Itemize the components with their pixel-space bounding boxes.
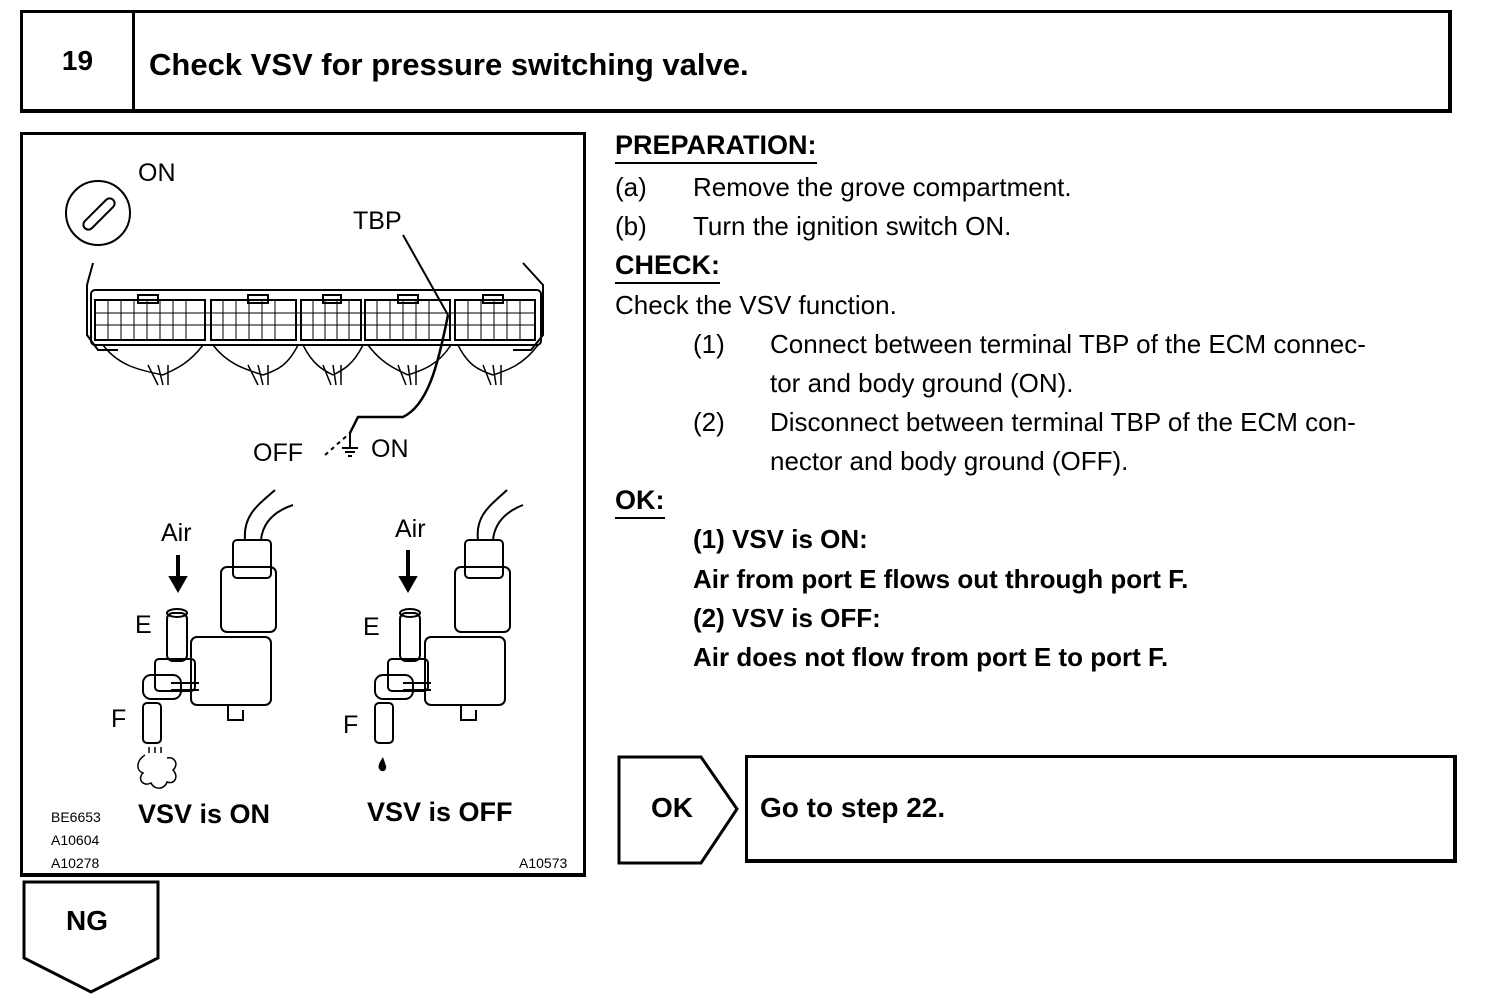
right-air-label: Air [395,515,426,543]
ok-action-text: Go to step 22. [760,792,946,823]
step-header: 19 Check VSV for pressure switching valv… [20,10,1452,113]
ok-result-label: OK [651,792,693,823]
ground-icon [342,433,358,457]
no-flow-drop-icon [378,757,387,772]
vsv-on-drawing [142,489,294,744]
left-port-e-label: E [135,611,152,639]
wire-harness [102,344,539,386]
left-air-label: Air [161,519,192,547]
air-out-icon [137,747,177,789]
connector-pins [95,300,535,340]
check-marker: (1) [693,329,725,359]
preparation-heading: PREPARATION: [615,130,817,164]
ecm-connector [86,262,544,351]
check-heading: CHECK: [615,250,720,284]
switch-off-label: OFF [253,439,303,467]
vsv-illustration [65,180,544,789]
prep-step-b: Turn the ignition switch ON. [693,211,1012,241]
prep-step-a: Remove the grove compartment. [693,172,1072,202]
figure-code: A10573 [519,855,568,871]
prep-marker: (a) [615,172,647,202]
tbp-terminal-label: TBP [353,207,402,235]
ok-heading: OK: [615,485,665,519]
check-step-1-line1: Connect between terminal TBP of the ECM … [770,329,1366,359]
switch-dashed [324,432,351,456]
right-port-e-label: E [363,613,380,641]
ok-condition: (2) VSV is OFF: [693,603,881,633]
ok-condition: (1) VSV is ON: [693,524,868,554]
illustration-panel: ON TBP OFF ON Air Air E F E F VSV is ON … [20,132,586,877]
left-port-f-label: F [111,705,127,733]
check-marker: (2) [693,407,725,437]
step-title: Check VSV for pressure switching valve. [149,47,749,82]
right-port-f-label: F [343,711,359,739]
ok-action-box [745,755,1457,863]
ignition-on-label: ON [138,159,176,187]
vsv-off-drawing [374,489,524,744]
prep-marker: (b) [615,211,647,241]
ignition-key-icon [65,180,131,246]
figure-code: A10278 [51,855,100,871]
caption-vsv-off: VSV is OFF [367,797,513,827]
ok-condition: Air from port E flows out through port F… [693,564,1189,594]
figure-code: A10604 [51,832,100,848]
switch-on-label: ON [371,435,409,463]
check-intro: Check the VSV function. [615,290,897,320]
check-step-2-line1: Disconnect between terminal TBP of the E… [770,407,1356,437]
ng-result-label: NG [66,905,108,936]
tbp-leader-line [402,234,449,316]
figure-code: BE6653 [51,809,101,825]
test-lead-wire [348,314,450,434]
ok-condition: Air does not flow from port E to port F. [693,642,1169,672]
ng-result-tab [22,880,162,995]
check-step-2-line2: nector and body ground (OFF). [770,446,1129,476]
step-number: 19 [23,13,135,109]
ok-result-tab [617,755,741,865]
caption-vsv-on: VSV is ON [138,799,271,829]
check-step-1-line2: tor and body ground (ON). [770,368,1074,398]
